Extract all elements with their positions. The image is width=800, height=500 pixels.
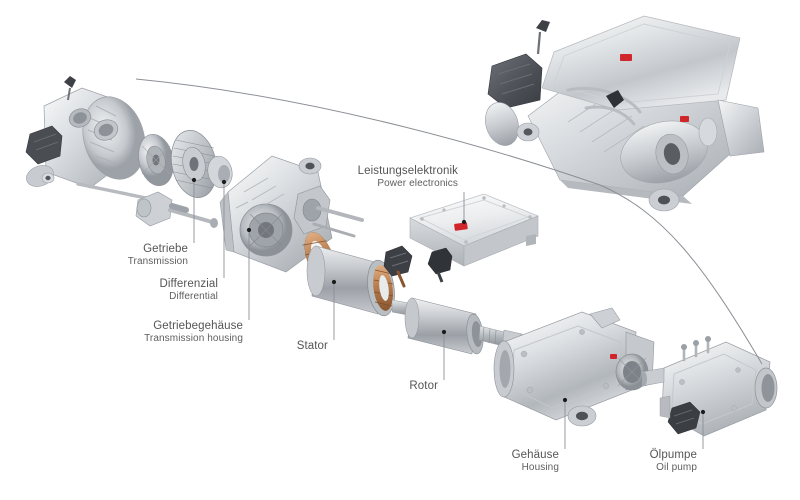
label-transmission-housing-de: Getriebegehäuse <box>153 320 243 332</box>
component-housing <box>486 298 664 434</box>
component-oil-pump <box>641 326 798 446</box>
transmission-art <box>25 76 148 200</box>
housing-art <box>493 307 655 427</box>
label-housing-de: Gehäuse <box>511 449 559 461</box>
label-oil-pump-en: Oil pump <box>656 461 697 473</box>
label-differential-de: Differenzial <box>159 278 218 290</box>
label-stator: Stator <box>28 340 328 353</box>
label-power-electronics-de: Leistungselektronik <box>357 165 458 177</box>
label-rotor: Rotor <box>138 380 438 393</box>
label-stator-de: Stator <box>296 340 328 352</box>
component-transmission <box>18 72 168 212</box>
assembled-unit-art <box>485 15 765 212</box>
oil-pump-art <box>641 336 778 437</box>
label-transmission-en: Transmission <box>127 255 188 267</box>
label-transmission-de: Getriebe <box>143 243 188 255</box>
component-assembled-unit <box>468 4 798 214</box>
power-electronics-art <box>409 193 539 283</box>
warning-label-icon <box>620 54 632 61</box>
component-power-electronics <box>392 186 542 286</box>
label-housing-en: Housing <box>521 461 559 473</box>
label-transmission-housing-en: Transmission housing <box>144 332 243 344</box>
label-rotor-de: Rotor <box>409 380 438 392</box>
label-differential-en: Differential <box>169 290 218 302</box>
label-power-electronics-en: Power electronics <box>377 177 458 189</box>
label-oil-pump-de: Ölpumpe <box>649 449 697 461</box>
